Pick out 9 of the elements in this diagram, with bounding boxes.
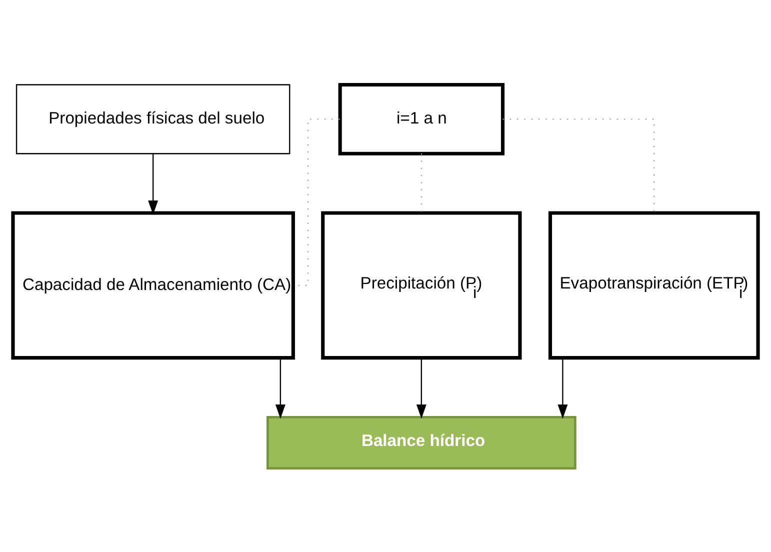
arrow — [558, 358, 568, 418]
arrow — [416, 358, 426, 418]
node-box: Propiedades físicas del suelo — [16, 84, 290, 154]
connector — [502, 118, 655, 212]
node-box: Capacidad de Almacenamiento (CA) — [11, 210, 295, 360]
arrow — [148, 153, 158, 214]
arrow — [275, 358, 286, 418]
node-box: Balance hídrico — [266, 416, 576, 469]
node-box: i=1 a n — [338, 82, 505, 155]
